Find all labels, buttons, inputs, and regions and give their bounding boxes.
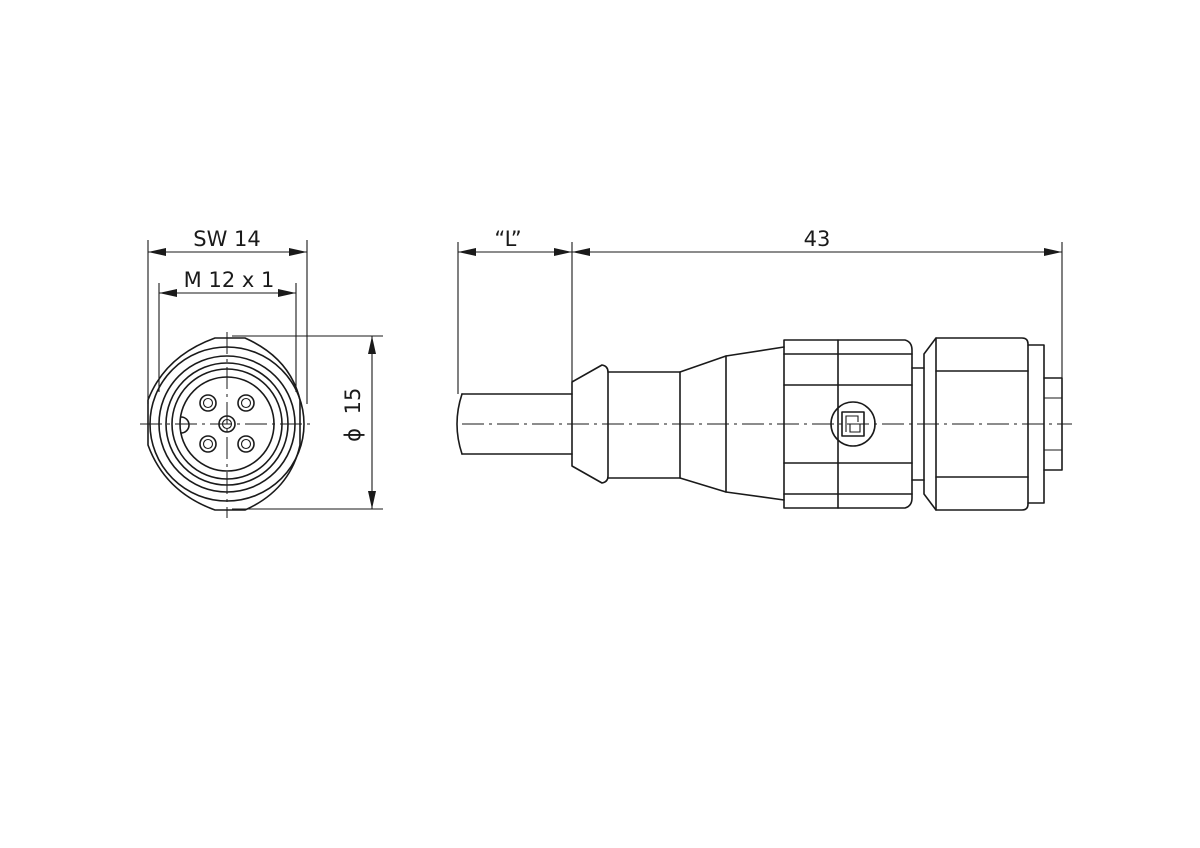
dimension-cable-length: “L” <box>457 227 573 394</box>
dimension-connector-length: 43 <box>572 227 1063 378</box>
dimension-sw: SW 14 <box>147 227 308 404</box>
coupling-nut <box>923 337 1029 511</box>
side-view <box>456 337 1072 511</box>
cable <box>456 393 573 455</box>
diameter-symbol: ϕ <box>341 428 365 442</box>
cable-length-label: “L” <box>494 227 521 251</box>
front-view <box>140 332 314 518</box>
neck <box>607 371 681 479</box>
grip-body <box>783 339 913 509</box>
front-outer-nut <box>147 337 301 511</box>
thread-label: M 12 x 1 <box>184 268 275 292</box>
sw-label: SW 14 <box>193 227 261 251</box>
coding-key <box>180 416 190 434</box>
dimension-thread: M 12 x 1 <box>158 268 297 392</box>
dimension-diameter: ϕ 15 <box>232 335 383 510</box>
connector-length-label: 43 <box>804 227 831 251</box>
strain-relief-collar <box>571 364 609 484</box>
diameter-value: 15 <box>341 388 365 415</box>
